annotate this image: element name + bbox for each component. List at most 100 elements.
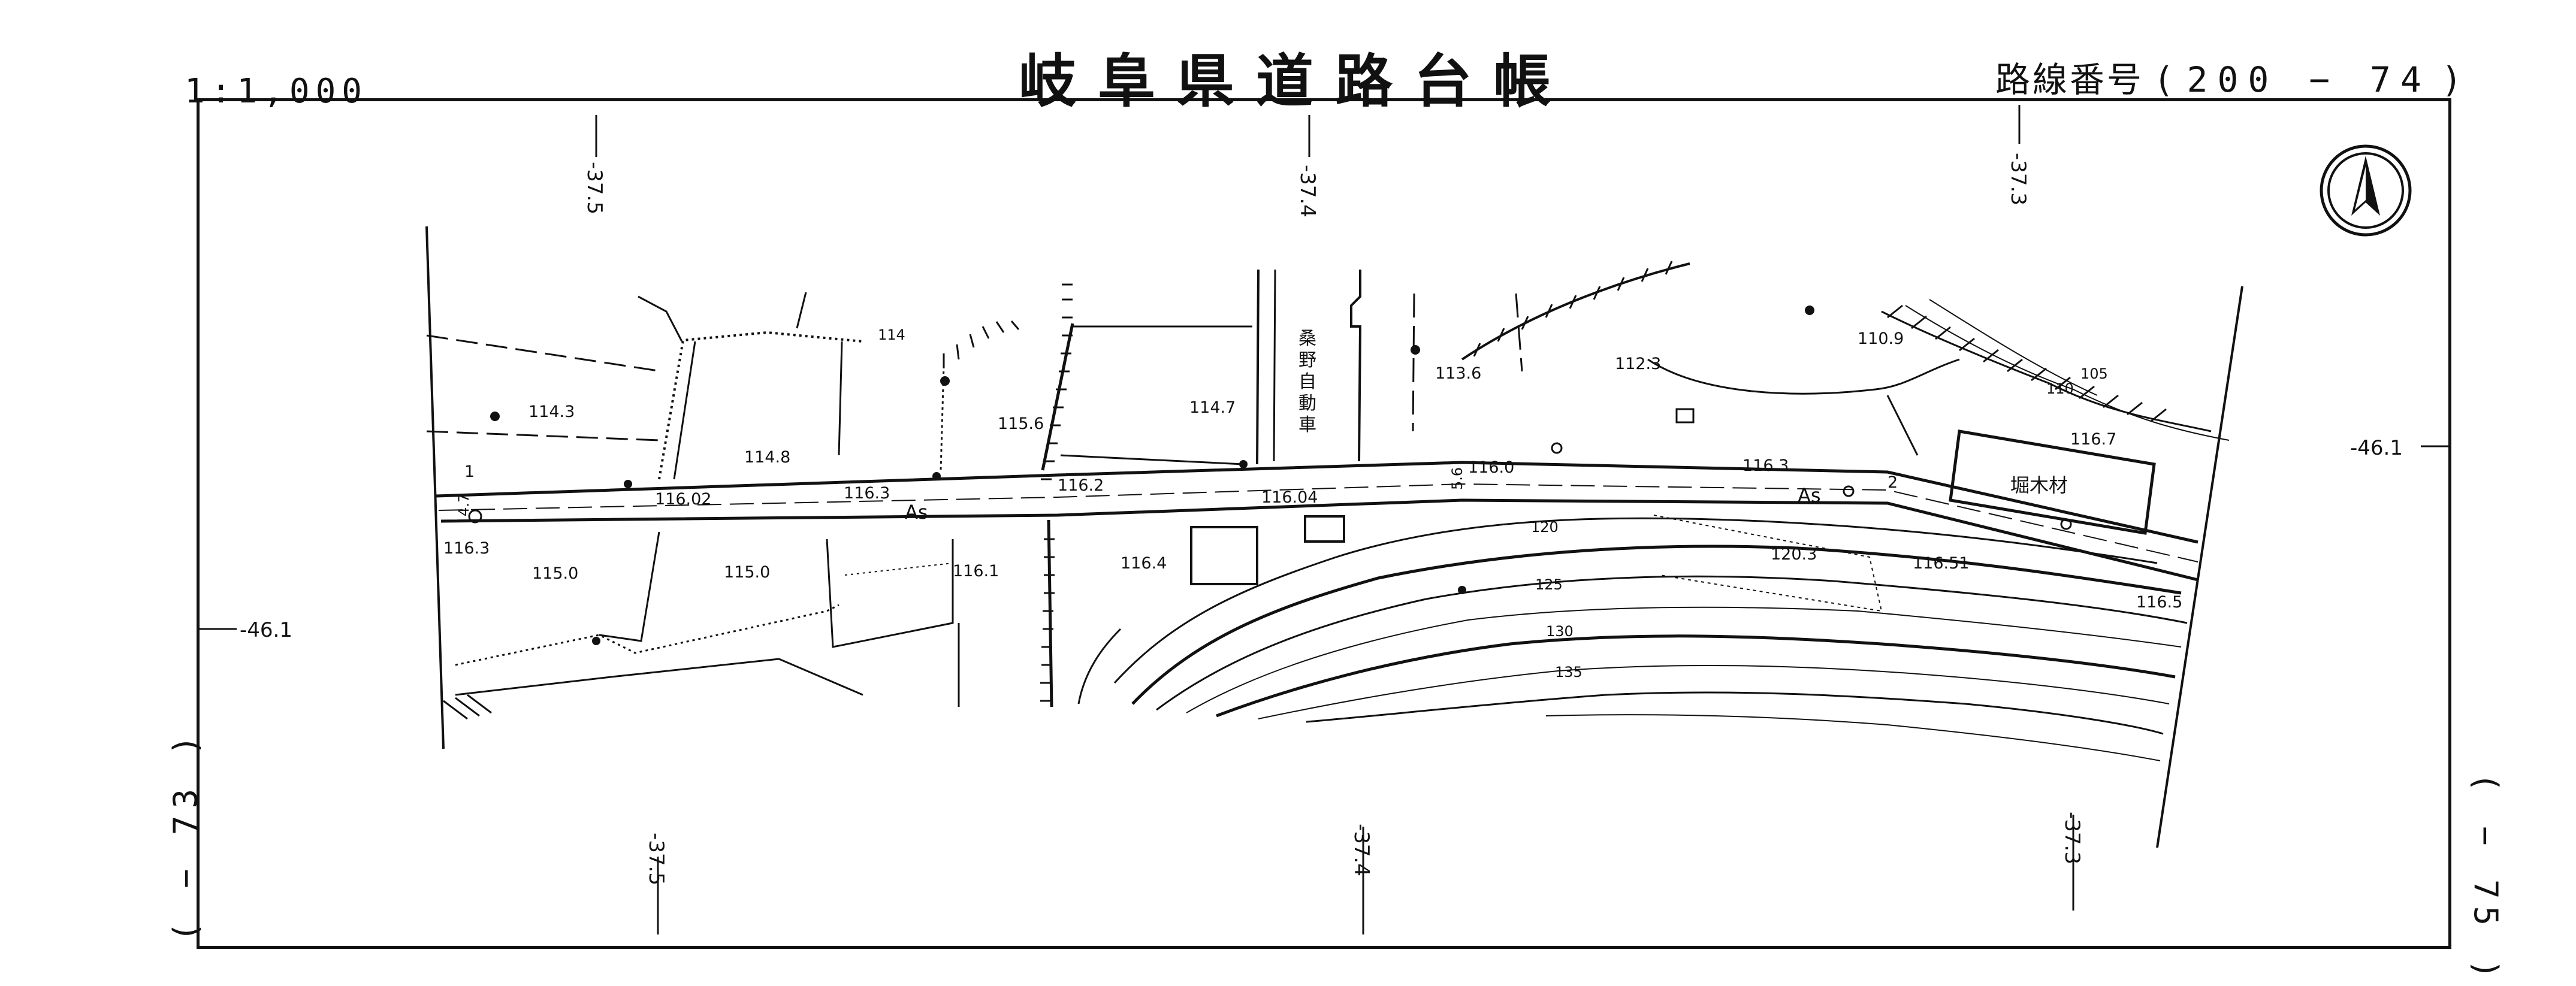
map-drawing <box>198 105 2451 934</box>
field-boundary <box>638 295 683 342</box>
contour <box>1156 575 2188 711</box>
field-boundary <box>599 531 660 642</box>
contour-label: 105 <box>2080 365 2108 382</box>
contour <box>1131 545 2182 705</box>
map-scale: 1:1,000 <box>185 72 369 111</box>
elevation-label: 114.3 <box>529 403 575 421</box>
elevation-label: 116.3 <box>443 539 490 558</box>
road-centerline <box>438 483 2198 562</box>
lot-line <box>1412 293 1415 432</box>
field-boundary <box>826 539 954 648</box>
garage-building-label: 桑野自動車 <box>1298 328 1316 435</box>
elevation-label: 116.7 <box>2070 430 2117 449</box>
contour-label: 120 <box>1531 519 1559 536</box>
small-building <box>1190 526 1258 585</box>
contour-label: 110 <box>2046 380 2074 397</box>
route-number-label: 路線番号 <box>1995 59 2145 100</box>
adjacent-sheet-left: ( − 73 ) <box>167 728 204 942</box>
elevation-label: 116.2 <box>1058 476 1104 495</box>
elevation-label: 116.3 <box>844 484 890 503</box>
side-dimension: 5.6 <box>1449 467 1466 490</box>
elevation-label: 116.02 <box>655 490 712 509</box>
side-dimension: 4.7 <box>455 493 472 516</box>
slope-edge <box>1461 262 1690 361</box>
contour-label: 130 <box>1546 623 1574 640</box>
timber-yard-building <box>1949 430 2156 535</box>
contour <box>1077 628 1122 704</box>
point-mark: 1 <box>464 462 475 481</box>
route-paren-close: ) <box>2444 59 2460 100</box>
contour <box>1545 714 2161 761</box>
small-building <box>1304 515 1345 543</box>
elevation-label: 114.8 <box>744 448 791 467</box>
elevation-label: 116.1 <box>953 562 999 580</box>
north-arrow-icon <box>2320 144 2412 237</box>
contour-label: 125 <box>1535 576 1563 593</box>
contour <box>1881 310 2212 432</box>
contour <box>1113 517 2158 684</box>
route-paren-open: ( <box>2157 59 2174 100</box>
contour <box>1186 606 2182 713</box>
elevation-label: 116.4 <box>1121 554 1167 573</box>
contour <box>1258 664 2170 719</box>
elevation-label: 116.51 <box>1913 554 1970 573</box>
route-number: 200 − 74 <box>2187 59 2431 100</box>
contour <box>1216 634 2176 718</box>
lot-line <box>426 430 660 441</box>
survey-points <box>490 306 1814 645</box>
lot-line <box>1515 293 1523 372</box>
lot-line <box>1060 454 1244 465</box>
field-boundary <box>844 562 953 576</box>
elevation-label: 115.6 <box>998 415 1044 433</box>
contour <box>1306 691 2164 735</box>
elevation-label: 120.3 <box>1771 545 1817 564</box>
grid-label-right: -46.1 <box>2350 436 2403 460</box>
elevation-label: 115.0 <box>532 564 579 583</box>
route-number-block: 路線番号 ( 200 − 74 ) <box>1995 52 2460 102</box>
lot-line <box>1350 270 1362 462</box>
elevation-label: 115.0 <box>724 563 771 582</box>
contour-label: 135 <box>1555 664 1583 680</box>
elevation-label: 114.7 <box>1189 398 1236 417</box>
field-boundary <box>673 341 696 480</box>
lot-line <box>1273 269 1276 462</box>
road-edge-south <box>440 498 2198 582</box>
timber-yard-label: 堀木材 <box>2010 474 2068 497</box>
grid-label-bottom: -37.4 <box>1349 824 1373 876</box>
ledger-title: 岐阜県道路台帳 <box>1019 48 1572 115</box>
road-edge-north <box>436 461 2198 544</box>
field-boundary <box>455 604 839 666</box>
ditch <box>1047 519 1053 707</box>
grid-label-left: -46.1 <box>240 618 292 642</box>
benchmarks <box>468 408 2072 530</box>
road-surface-label: As <box>1798 484 1821 507</box>
contour <box>1886 395 1919 456</box>
survey-boundary-left <box>425 226 445 749</box>
lot-line <box>426 334 663 373</box>
contour <box>1905 305 2230 441</box>
contour-label: 114 <box>878 326 905 343</box>
elevation-label: 113.6 <box>1435 364 1482 383</box>
ditch <box>1041 323 1074 471</box>
elevation-label: 110.9 <box>1858 329 1904 348</box>
grid-label-bottom: -37.3 <box>2060 812 2084 864</box>
field-boundary <box>796 292 807 329</box>
survey-boundary-right <box>2156 286 2243 848</box>
elevation-label: 116.3 <box>1743 456 1789 475</box>
grid-label-top: -37.5 <box>582 162 606 214</box>
road-surface-label: As <box>905 501 928 524</box>
grid-label-top: -37.4 <box>1295 165 1319 217</box>
retaining-wall-area <box>1653 515 1883 612</box>
elevation-label: 112.3 <box>1615 355 1662 373</box>
slope-hatching <box>443 261 2167 720</box>
adjacent-sheet-right: ( − 75 ) <box>2467 773 2505 986</box>
grid-label-bottom: -37.5 <box>644 833 668 885</box>
lot-line <box>1256 269 1260 465</box>
field-boundary <box>455 658 863 696</box>
elevation-label: 116.04 <box>1261 488 1318 507</box>
point-mark: 2 <box>1888 473 1898 492</box>
contour <box>1929 299 2098 396</box>
elevation-label: 116.0 <box>1468 458 1515 477</box>
elevation-label: 116.5 <box>2136 593 2183 612</box>
grid-label-top: -37.3 <box>2006 153 2030 205</box>
